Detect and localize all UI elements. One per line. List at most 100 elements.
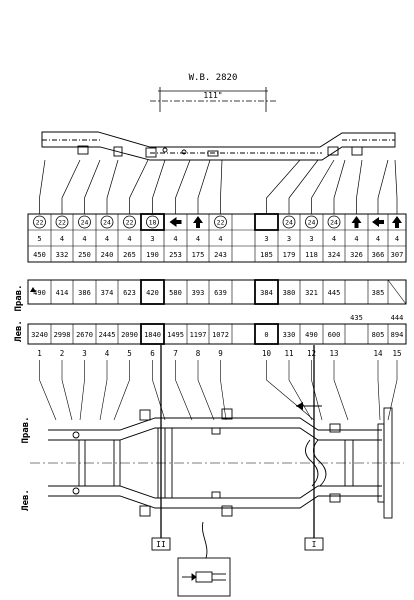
qty-cell: 4 — [196, 235, 200, 243]
right-value-cell: 580 — [169, 289, 182, 297]
right-value-cell: 386 — [78, 289, 91, 297]
left-value-cell: 2998 — [54, 331, 71, 339]
qty-cell: 4 — [82, 235, 86, 243]
left-value-cell: 1197 — [190, 331, 207, 339]
right-value-cell: 623 — [123, 289, 136, 297]
left-value-cell: 1840 — [144, 331, 161, 339]
frame-side-view — [41, 131, 396, 161]
wheelbase-callout: W.B. 2820 111" — [150, 73, 278, 112]
right-value-cell: 445 — [328, 289, 341, 297]
bolt-size: 22 — [217, 219, 225, 227]
bolt-size: 24 — [330, 219, 338, 227]
right-value-cell: 490 — [33, 289, 46, 297]
wheelbase-inches: 111" — [203, 91, 222, 100]
bolt-size: 24 — [81, 219, 89, 227]
up-marker-icon — [30, 287, 36, 292]
bolt-size-marker — [305, 215, 318, 229]
right-value-cell: 385 — [372, 289, 385, 297]
point-number: 4 — [105, 349, 110, 358]
qty-cell: 4 — [395, 235, 399, 243]
bolt-size-marker — [123, 215, 136, 229]
bolt-size: 22 — [36, 219, 44, 227]
point-number: 3 — [82, 349, 87, 358]
bolt-size-marker — [214, 215, 227, 229]
extra-value-435: 435 — [350, 314, 363, 322]
left-value-cell: 330 — [283, 331, 296, 339]
bolt-size: 22 — [58, 219, 66, 227]
extra-value-444: 444 — [391, 314, 404, 322]
point-number: 12 — [307, 349, 316, 358]
datum-rear-label: I — [312, 540, 317, 549]
datum-front: II — [151, 345, 171, 551]
bolt-size: 24 — [103, 219, 111, 227]
qty-cell: 4 — [173, 235, 177, 243]
row-a-cell: 250 — [78, 251, 91, 259]
left-value-cell: 490 — [305, 331, 318, 339]
arrow-left-icon — [169, 217, 182, 227]
row-label-left: Лев. — [14, 320, 24, 342]
qty-cell: 5 — [37, 235, 41, 243]
point-number: 10 — [262, 349, 272, 358]
wheelbase-label: W.B. 2820 — [189, 73, 238, 83]
left-value-cell: 1072 — [212, 331, 229, 339]
point-number: 14 — [373, 349, 383, 358]
bolt-size-marker — [146, 215, 159, 229]
point-number: 8 — [196, 349, 201, 358]
point-number: 2 — [60, 349, 65, 358]
right-value-cell: 321 — [305, 289, 318, 297]
point-number: 1 — [37, 349, 42, 358]
row-a-cell: 190 — [146, 251, 159, 259]
datum-rear: I — [304, 345, 324, 551]
qty-cell: 4 — [60, 235, 64, 243]
point-number: 9 — [218, 349, 223, 358]
bolt-size-marker — [55, 215, 69, 229]
row-a-cell: 185 — [260, 251, 273, 259]
right-value-cell: 639 — [214, 289, 227, 297]
qty-cell: 4 — [105, 235, 109, 243]
point-number: 11 — [284, 349, 293, 358]
row-label-right: Прав. — [14, 284, 24, 311]
row-a-cell: 324 — [328, 251, 341, 259]
qty-cell: 4 — [332, 235, 336, 243]
row-a-cell: 118 — [305, 251, 318, 259]
point-number: 13 — [329, 349, 338, 358]
left-value-cell: 2090 — [121, 331, 138, 339]
row-a-cell: 307 — [391, 251, 404, 259]
arrow-up-icon — [351, 216, 362, 228]
qty-cell: 4 — [218, 235, 222, 243]
direction-arrow-icon — [296, 402, 322, 410]
bolt-size: 18 — [149, 219, 157, 227]
left-value-cell: 894 — [391, 331, 404, 339]
datum-front-label: II — [156, 540, 166, 549]
bolt-detail — [177, 521, 231, 597]
row-a-cell: 332 — [56, 251, 69, 259]
row-a-cell: 253 — [169, 251, 182, 259]
bolt-size-marker — [100, 215, 114, 229]
bolt-size-marker — [282, 215, 296, 229]
right-value-cell: 374 — [101, 289, 114, 297]
arrow-up-icon — [193, 216, 203, 228]
left-value-cell: 600 — [328, 331, 341, 339]
left-value-cell: 805 — [372, 331, 385, 339]
qty-cell: 4 — [127, 235, 131, 243]
point-number: 6 — [150, 349, 155, 358]
row-a-cell: 179 — [283, 251, 296, 259]
plan-label-right: Прав. — [21, 416, 31, 443]
left-value-cell: 2670 — [76, 331, 93, 339]
point-number: 7 — [173, 349, 178, 358]
plan-label-left: Лев. — [21, 489, 31, 511]
point-number: 15 — [392, 349, 401, 358]
right-value-cell: 384 — [260, 289, 273, 297]
bolt-size: 24 — [308, 219, 316, 227]
left-value-cell: 0 — [264, 331, 268, 339]
bolt-size-marker — [78, 215, 91, 229]
row-a-cell: 265 — [123, 251, 136, 259]
qty-cell: 3 — [309, 235, 313, 243]
row-a-cell: 240 — [101, 251, 114, 259]
right-value-cell: 420 — [146, 289, 159, 297]
qty-cell: 4 — [376, 235, 380, 243]
arrow-left-icon — [372, 217, 384, 227]
left-value-cell: 2445 — [99, 331, 116, 339]
